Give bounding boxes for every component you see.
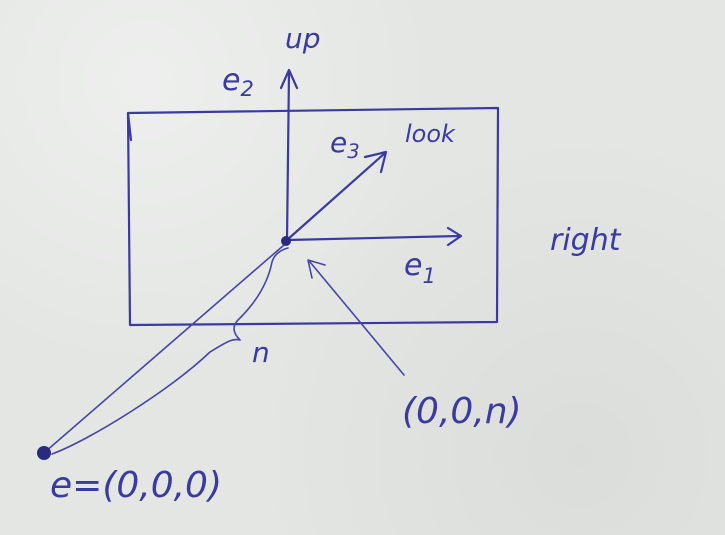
e2-label-base: e	[222, 63, 240, 98]
center-point	[281, 236, 291, 246]
e2-label-sub: 2	[240, 77, 253, 101]
eye-point	[37, 446, 51, 460]
look-label: look	[405, 120, 456, 148]
e3-label: e3	[330, 126, 360, 163]
e1-axis-arrow	[285, 226, 463, 247]
view-ray-line	[44, 244, 285, 453]
n-label: n	[252, 336, 270, 369]
center-point-label: (0,0,n)	[402, 391, 522, 432]
e2-label: e2	[222, 63, 254, 101]
e2-axis-arrow	[279, 68, 299, 242]
e1-label-sub: 1	[422, 264, 435, 288]
distance-brace	[51, 247, 289, 455]
image-plane-rectangle	[126, 106, 500, 327]
e1-label-base: e	[404, 248, 422, 283]
e1-label: e1	[404, 248, 436, 288]
eye-point-label: e=(0,0,0)	[50, 465, 222, 506]
e3-label-base: e	[330, 126, 347, 159]
up-label: up	[285, 22, 321, 55]
e3-axis-arrow	[285, 150, 388, 242]
center-pointer-arrow	[307, 259, 405, 376]
e3-label-sub: 3	[347, 140, 359, 163]
right-label: right	[550, 223, 622, 258]
